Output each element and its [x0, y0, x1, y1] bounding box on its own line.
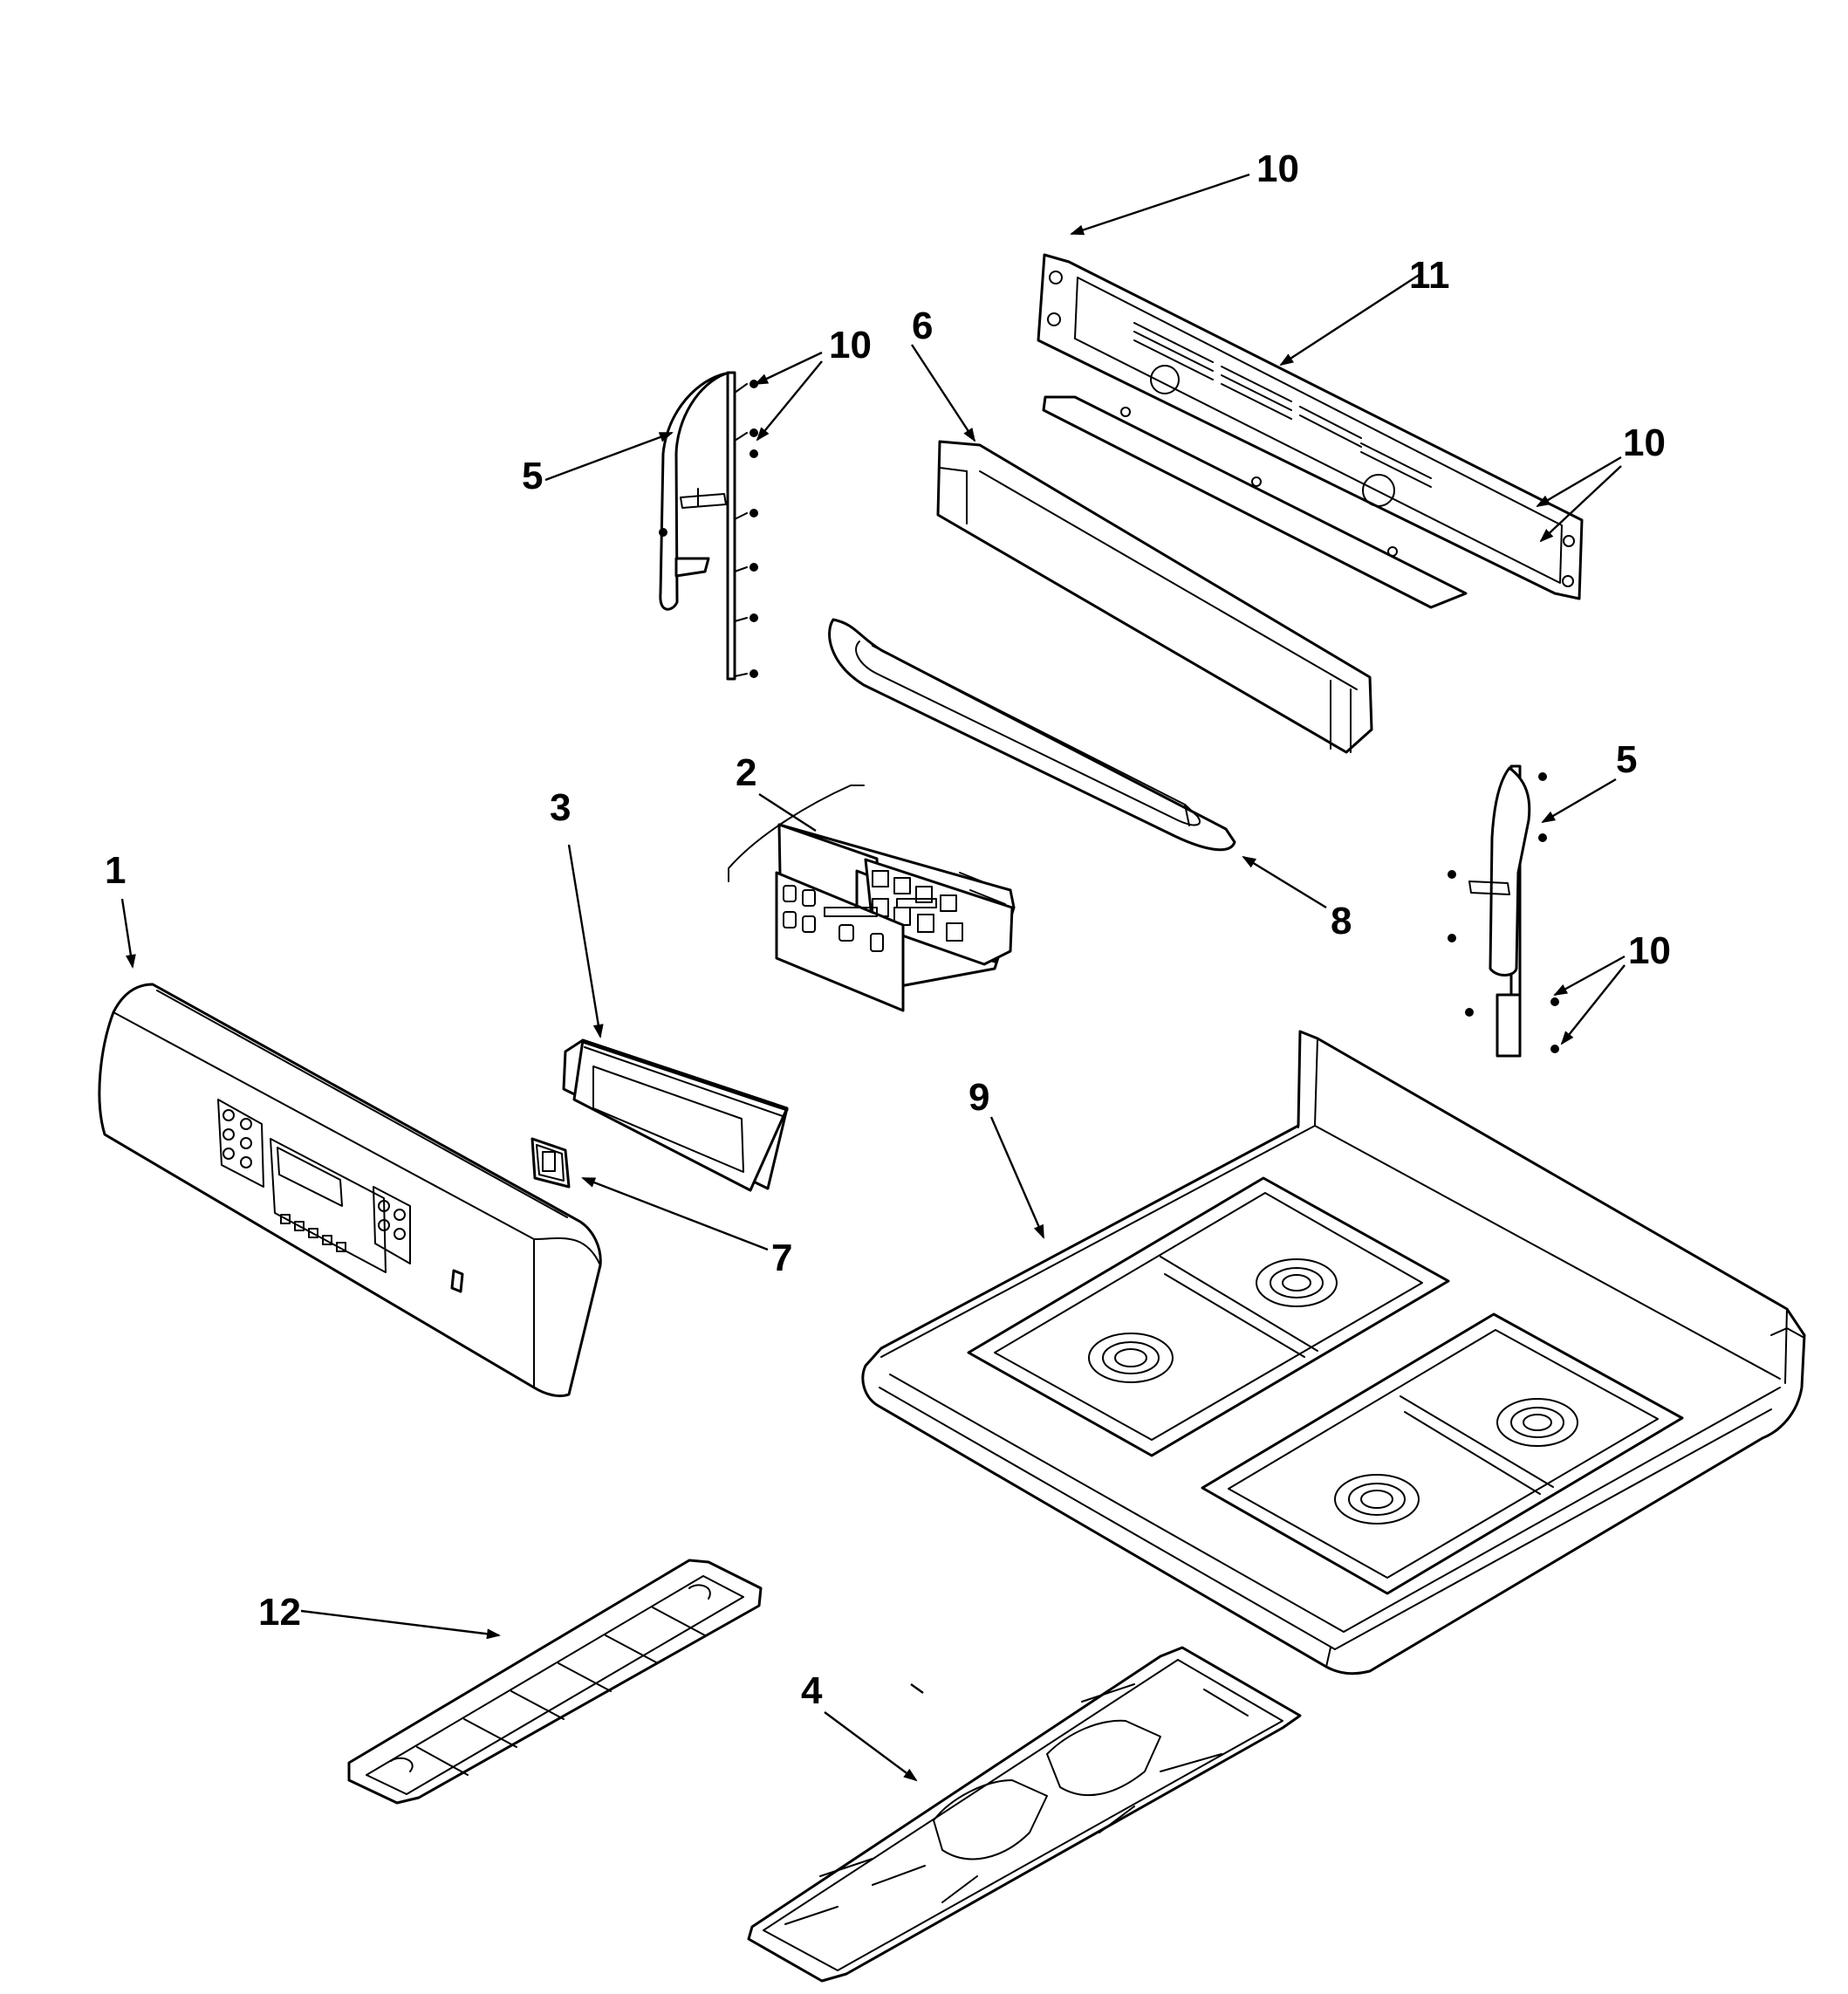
part-4-burner-grate	[747, 1646, 1302, 1983]
callout-10-right-lower: 10	[1628, 929, 1671, 972]
callout-1: 1	[105, 849, 126, 892]
callout-7: 7	[771, 1237, 792, 1279]
burner-rings	[1088, 1258, 1578, 1525]
part-2-control-board	[728, 785, 1016, 1012]
callout-2: 2	[736, 751, 756, 794]
callout-leaders	[120, 173, 1626, 1782]
part-8-top-trim	[828, 618, 1236, 852]
part-6-trim-strip	[936, 440, 1373, 754]
part-11-rear-bracket	[1037, 253, 1584, 609]
callout-9: 9	[968, 1076, 989, 1119]
callout-3: 3	[550, 786, 571, 829]
callout-10-right-upper: 10	[1623, 421, 1666, 464]
part-9-cooktop	[861, 1030, 1806, 1675]
callout-10-top: 10	[1256, 147, 1299, 190]
part-1-control-panel	[98, 983, 602, 1398]
callout-numbers: 1 2 3 4 5 5 6 7 8 9 10 10 10 10 11 12	[105, 147, 1671, 1712]
part-7-switch	[530, 1137, 571, 1189]
part-5-left-endcap	[659, 371, 758, 681]
callout-5-right: 5	[1616, 738, 1637, 781]
part-5-right-endcap	[1448, 764, 1559, 1058]
part-12-knob-strip	[347, 1559, 763, 1805]
callout-8: 8	[1331, 900, 1352, 942]
part-3-display-window	[562, 1038, 789, 1192]
callout-11: 11	[1409, 254, 1450, 297]
callout-4: 4	[801, 1669, 823, 1712]
callout-5-left: 5	[522, 455, 543, 497]
callout-12: 12	[258, 1591, 301, 1634]
callout-10-left: 10	[829, 324, 872, 367]
callout-6: 6	[912, 305, 933, 347]
